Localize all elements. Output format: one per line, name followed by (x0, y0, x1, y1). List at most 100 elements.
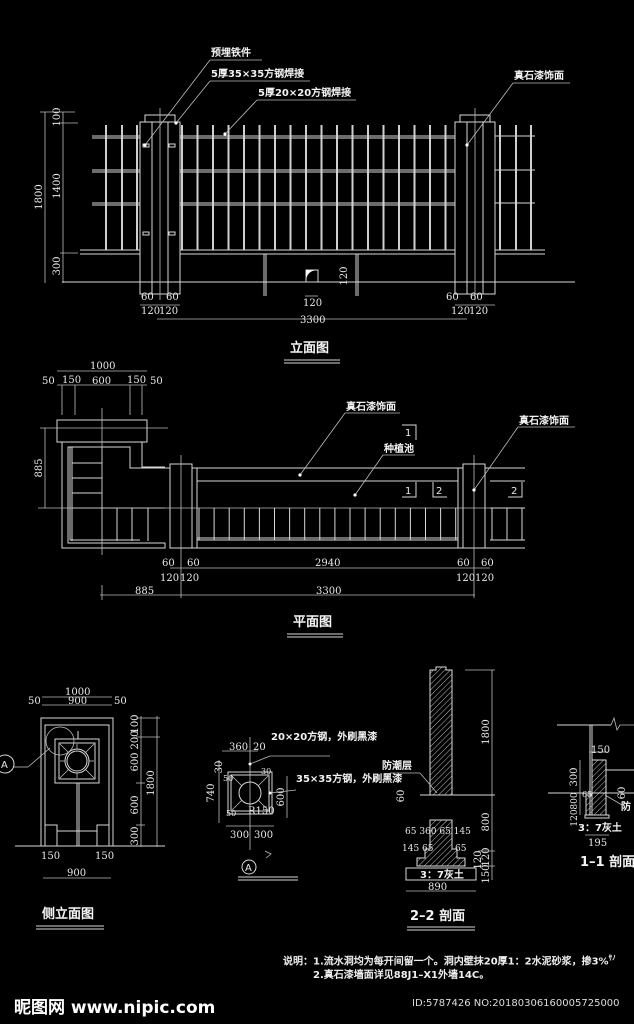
callout-a-label: A (1, 760, 8, 771)
plan-label-planter: 种植池 (383, 442, 414, 455)
side-dim-h-100: 100 (130, 714, 141, 733)
detail-a-view: 360 20 30 740 600 R150 50 30 50 300 300 … (206, 730, 402, 881)
section-11-lime-soil: 3：7灰土 (578, 821, 622, 834)
plan-dim-120-d: 120 (475, 573, 494, 584)
elevation-view: 预埋铁件 5厚35×35方钢焊接 5厚20×20方钢焊接 真石漆饰面 1800 … (34, 46, 575, 364)
side-dim-edge-r: 50 (114, 696, 127, 707)
detail-a-circle (238, 781, 262, 805)
dim-pier-w-a: 120 (141, 306, 160, 317)
section-11-dim-300: 300 (569, 767, 580, 786)
plan-top-dims (57, 370, 147, 415)
plan-label-stone-paint-1: 真石漆饰面 (346, 400, 396, 413)
section-11-dim-150: 150 (591, 745, 610, 756)
detail-a-dim-30b: 30 (261, 767, 271, 776)
plan-leaders (298, 412, 575, 497)
section-22-dim-150: 150 (481, 864, 492, 883)
plan-label-stone-paint-2: 真石漆饰面 (519, 414, 569, 427)
elevation-leaders (143, 59, 570, 147)
section-22-dim-foot-row1: 65 360 65 145 (405, 827, 471, 837)
detail-callout-circle (45, 726, 75, 756)
section-22-lime-soil (405, 867, 477, 881)
dim-pier-w-b: 120 (159, 306, 178, 317)
notes-block: 说明：1.流水洞均为每开间留一个。洞内壁抹20厚1：2水泥砂浆，掺3%ｻﾉ 2.… (283, 951, 616, 983)
detail-a-dim-600: 600 (276, 787, 287, 806)
plan-corner-planter (38, 408, 168, 555)
plan-planter-body (160, 467, 525, 549)
elevation-vertical-dims (40, 111, 78, 283)
detail-a-dim-300r: 300 (254, 830, 273, 841)
dim-middle: 1400 (52, 173, 63, 198)
notes-prefix: 说明： (283, 956, 313, 968)
section-mark-2-right: 2 (511, 486, 517, 497)
plan-dim-60-a: 60 (162, 558, 175, 569)
plan-dim-120-b: 120 (180, 573, 199, 584)
dim-pier-half-d: 60 (470, 292, 483, 303)
plan-dim-60-d: 60 (481, 558, 494, 569)
section-22-footing (416, 819, 466, 867)
side-dim-top-total: 1000 (65, 687, 90, 698)
section-22-dim-120b: 120 (473, 850, 484, 869)
side-dim-h-300: 300 (130, 826, 141, 845)
plan-view: 1000 50 150 600 150 50 885 (34, 361, 575, 638)
dim-drain-w: 120 (303, 298, 322, 309)
plan-dim-span: 3300 (316, 586, 341, 597)
plan-dim-edge-r: 50 (150, 376, 163, 387)
side-dim-base-l: 150 (41, 851, 60, 862)
section-markers (402, 424, 523, 498)
plan-fence-bars (198, 508, 523, 540)
dim-pier-half-c: 60 (446, 292, 459, 303)
elevation-horizontal-dims (140, 295, 495, 320)
section-mark-2-left: 2 (436, 486, 442, 497)
section-11-dim-65: 65 (582, 790, 592, 799)
plan-dim-left-offset: 885 (135, 586, 154, 597)
plan-dim-120-a: 120 (160, 573, 179, 584)
section-mark-1-top: 1 (405, 428, 411, 439)
section-22-dim-foot-row2b: 65 (455, 844, 467, 854)
elevation-title: 立面图 (290, 340, 329, 356)
dim-pier-half-b: 60 (166, 292, 179, 303)
section-22-dim-890: 890 (428, 882, 447, 893)
fence-main-rails (180, 135, 455, 296)
plan-dim-side-l: 150 (62, 375, 81, 386)
section-11-wall (585, 759, 607, 816)
dim-top: 100 (52, 107, 63, 126)
section-mark-1-bottom: 1 (405, 486, 411, 497)
plan-dim-inner-span: 2940 (315, 558, 340, 569)
label-stone-paint: 真石漆饰面 (514, 69, 564, 82)
detail-a-callout-label: A (245, 863, 252, 874)
side-dim-base-total: 900 (67, 868, 86, 879)
notes-line-1-sup: ｻﾉ (608, 954, 616, 962)
section-22-dim-120a: 120 (481, 847, 492, 866)
plan-title: 平面图 (293, 615, 332, 630)
detail-a-bubble (241, 859, 257, 875)
section-22-wall (429, 666, 453, 796)
watermark-logo: 昵图网 www.nipic.com (14, 993, 215, 1018)
side-elevation-view: 1000 900 50 50 A 100 200 600 (0, 687, 165, 930)
fence-main-bars (181, 125, 447, 250)
section-22-lime-soil-label: 3：7灰土 (420, 868, 464, 881)
plan-dim-mid: 600 (92, 376, 111, 387)
watermark-url: www.nipic.com (70, 998, 216, 1018)
detail-a-label-steel-20: 20×20方钢，外刷黑漆 (271, 730, 377, 743)
section-11-dim-800: 800 (570, 792, 580, 809)
side-dim-h-600a: 600 (130, 752, 141, 771)
detail-a-dim-360: 360 (229, 742, 248, 753)
detail-a-dim-50b: 50 (226, 809, 236, 818)
section-11-dim-60: 60 (617, 787, 628, 800)
section-11-damp-proof: 防 (621, 800, 631, 813)
plan-bottom-dims (100, 567, 490, 600)
dim-drain-h: 120 (339, 266, 350, 285)
section-2-2-view: 3：7灰土 防潮层 1800 60 800 120 120 150 65 360… (382, 666, 495, 931)
detail-a-dim-50a: 50 (223, 774, 233, 783)
section-11-dim-195: 195 (588, 838, 607, 849)
side-dim-base-r: 150 (95, 851, 114, 862)
watermark-id: ID:5787426 NO:20180306160005725000 (412, 998, 620, 1009)
side-dim-edge-l: 50 (28, 696, 41, 707)
label-steel-20: 5厚20×20方钢焊接 (258, 86, 351, 99)
side-dim-h-200: 200 (130, 730, 141, 749)
notes-line-2: 2.真石漆墙面详见88J1–X1外墙14C。 (313, 970, 490, 982)
detail-a-dim-radius: R150 (248, 806, 275, 817)
fence-right-partial (495, 125, 545, 255)
watermark-brand: 昵图网 (14, 998, 65, 1018)
notes-line-1: 1.流水洞均为每开间留一个。洞内壁抹20厚1：2水泥砂浆，掺3% (313, 956, 609, 968)
